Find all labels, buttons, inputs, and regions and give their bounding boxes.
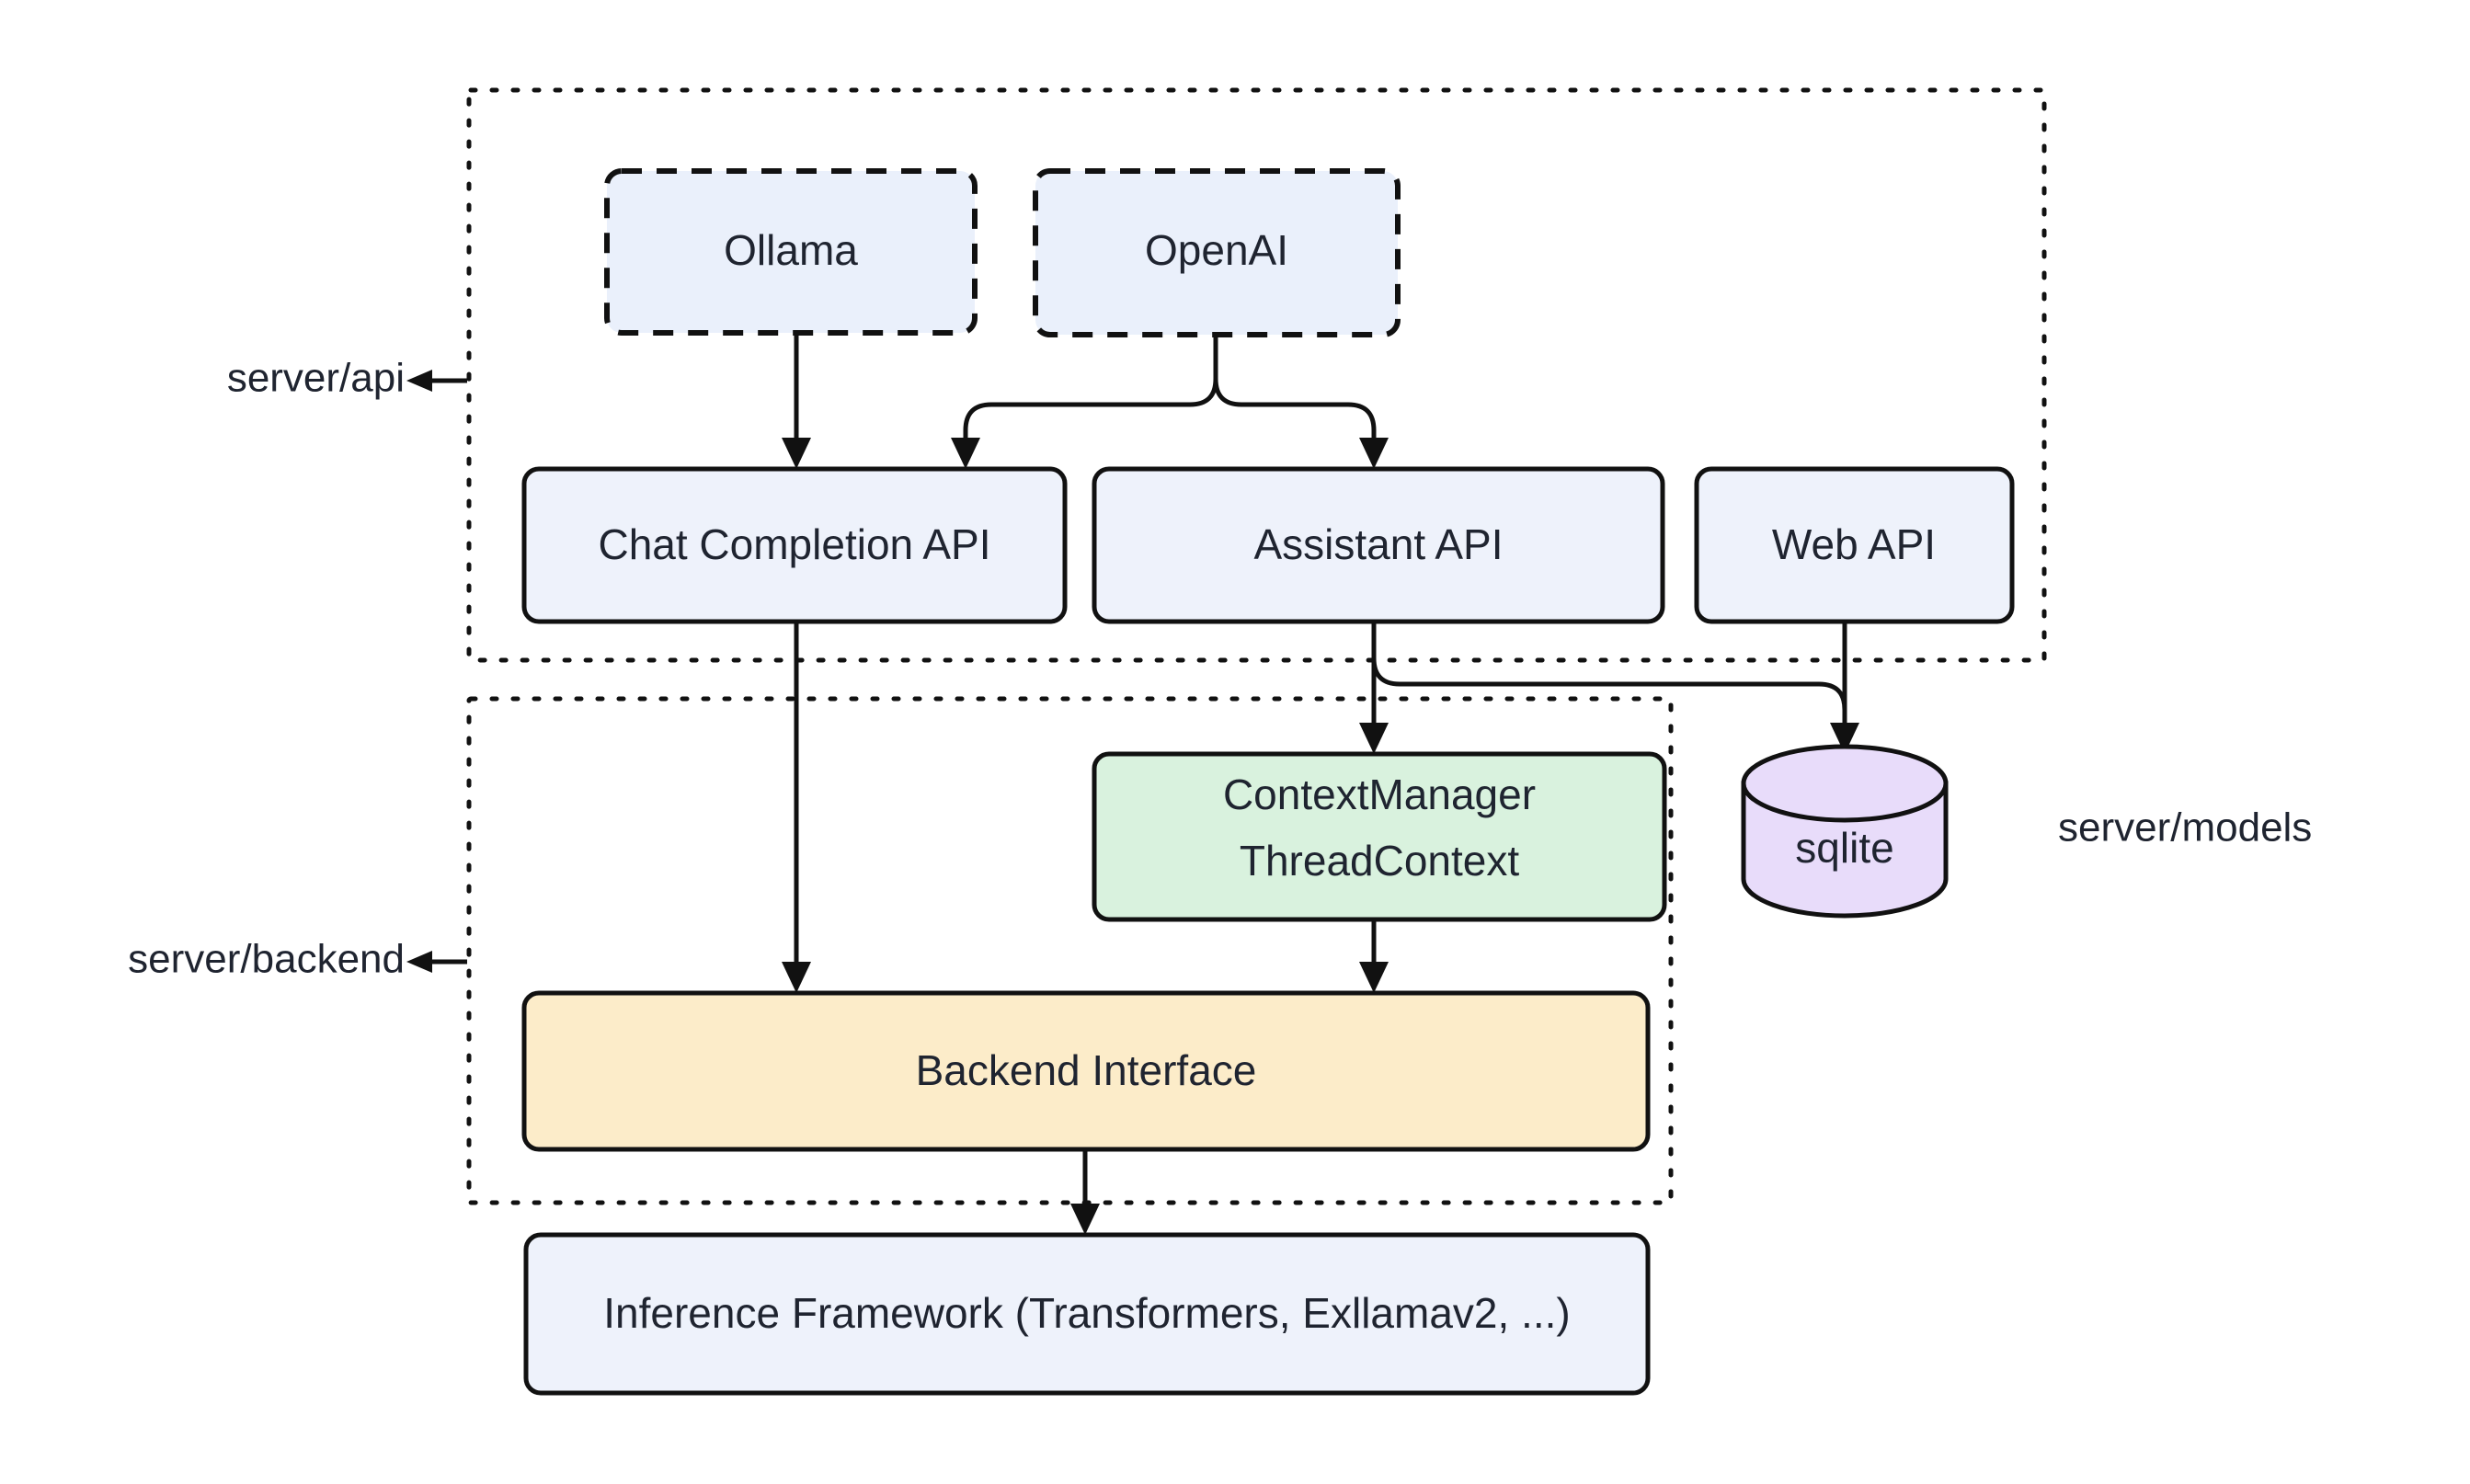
node-chat-completion-api[interactable]: Chat Completion API xyxy=(521,466,1068,624)
node-backend-interface-label: Backend Interface xyxy=(916,1046,1257,1094)
edge-openai-to-chat-completion-api xyxy=(951,336,1218,469)
edge-openai-to-assistant-api xyxy=(1213,336,1389,469)
edge-chat-completion-api-to-backend-interface xyxy=(782,621,811,993)
node-context-manager[interactable]: ContextManager ThreadContext xyxy=(1092,751,1667,922)
edge-assistant-api-to-sqlite xyxy=(1371,621,1859,754)
side-label-server-models: server/models xyxy=(2058,805,2312,850)
node-context-manager-label-line2: ThreadContext xyxy=(1240,837,1519,885)
node-context-manager-box[interactable] xyxy=(1092,751,1667,922)
node-openai-box[interactable] xyxy=(1033,168,1401,337)
node-inference-framework[interactable]: Inference Framework (Transformers, Exlla… xyxy=(523,1232,1651,1396)
node-inference-framework-box[interactable] xyxy=(523,1232,1651,1396)
group-label-server-api: server/api xyxy=(227,356,405,401)
node-assistant-api-box[interactable] xyxy=(1092,466,1665,624)
edge-backend-interface-to-inference-framework xyxy=(1070,1149,1100,1235)
group-server-backend xyxy=(466,696,1674,1205)
node-inference-framework-label: Inference Framework (Transformers, Exlla… xyxy=(603,1289,1570,1337)
node-web-api-label: Web API xyxy=(1772,520,1936,568)
node-backend-interface-box[interactable] xyxy=(521,990,1651,1152)
group-label-server-backend: server/backend xyxy=(128,937,405,982)
node-ollama-box[interactable] xyxy=(604,168,978,336)
node-ollama-label: Ollama xyxy=(724,226,858,274)
node-backend-interface[interactable]: Backend Interface xyxy=(521,990,1651,1152)
node-chat-completion-api-label: Chat Completion API xyxy=(598,520,990,568)
node-openai-label: OpenAI xyxy=(1145,226,1288,274)
node-ollama[interactable]: Ollama xyxy=(604,168,978,336)
node-assistant-api[interactable]: Assistant API xyxy=(1092,466,1665,624)
edge-ollama-to-chat-completion-api xyxy=(782,333,811,469)
edge-context-manager-to-backend-interface xyxy=(1359,919,1389,993)
group-label-server-backend-arrow xyxy=(406,951,467,973)
node-openai[interactable]: OpenAI xyxy=(1033,168,1401,337)
node-sqlite-label: sqlite xyxy=(1795,824,1893,872)
node-chat-completion-api-box[interactable] xyxy=(521,466,1068,624)
node-assistant-api-label: Assistant API xyxy=(1253,520,1503,568)
group-server-api xyxy=(466,87,2047,663)
group-label-server-api-arrow xyxy=(406,370,467,392)
node-context-manager-label-line1: ContextManager xyxy=(1223,771,1536,818)
node-sqlite-top[interactable] xyxy=(1741,744,1949,823)
node-sqlite[interactable]: sqlite xyxy=(1741,744,1949,919)
node-web-api[interactable]: Web API xyxy=(1694,466,2015,624)
node-web-api-box[interactable] xyxy=(1694,466,2015,624)
